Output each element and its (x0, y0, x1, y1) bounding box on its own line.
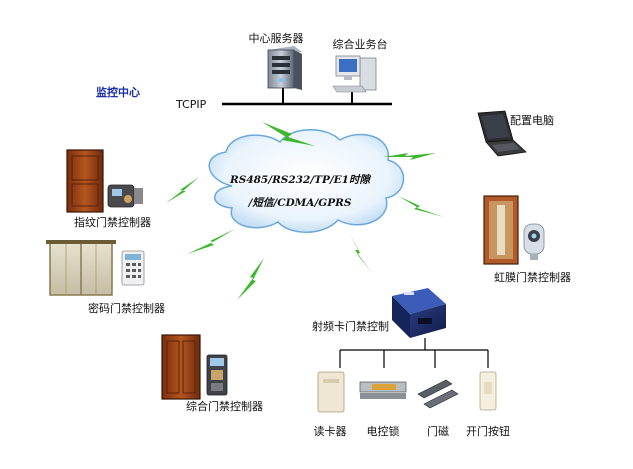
card-reader-icon (317, 371, 345, 413)
fingerprint-door-icon (66, 149, 143, 213)
center-server-label: 中心服务器 (248, 32, 304, 45)
lightning-bolt (187, 229, 235, 254)
config-pc-label: 配置电脑 (510, 114, 554, 127)
password-controller-label: 密码门禁控制器 (88, 302, 165, 315)
tcpip-label: TCPIP (176, 98, 207, 111)
wireless-links (166, 122, 444, 300)
network-cloud (208, 129, 405, 233)
combined-door-icon (161, 334, 228, 400)
iris-controller-label: 虹膜门禁控制器 (494, 271, 571, 284)
monitor-center-label: 监控中心 (96, 86, 140, 99)
lightning-bolt (262, 122, 315, 146)
peripheral-bus (339, 338, 489, 368)
lightning-bolt (349, 232, 372, 273)
iris-door-icon (483, 195, 545, 265)
lightning-bolt (384, 153, 436, 160)
electric-lock-label: 电控锁 (366, 425, 400, 438)
combined-controller-label: 综合门禁控制器 (186, 400, 263, 413)
password-door-icon (46, 240, 145, 296)
server-icon (267, 46, 302, 90)
cloud-protocols-line2: /短信/CDMA/GPRS (248, 197, 352, 209)
door-magnet-label: 门磁 (427, 425, 449, 438)
tcpip-bus (222, 86, 392, 106)
cloud-protocols-line1: RS485/RS232/TP/E1时隙 (230, 174, 370, 186)
card-reader-label: 读卡器 (313, 425, 347, 438)
workstation-icon (332, 55, 377, 93)
laptop-icon (477, 110, 527, 157)
rfid-controller-label: 射频卡门禁控制 (312, 320, 389, 333)
door-magnet-icon (417, 379, 459, 409)
electric-lock-icon (359, 381, 407, 399)
lightning-bolt (398, 196, 444, 217)
exit-button-label: 开门按钮 (466, 425, 510, 438)
business-station-label: 综合业务台 (332, 38, 388, 51)
lightning-bolt (166, 177, 199, 203)
rfid-controller-icon (392, 288, 446, 338)
lightning-bolt (237, 258, 264, 300)
exit-button-icon (479, 371, 497, 411)
fingerprint-controller-label: 指纹门禁控制器 (74, 216, 151, 229)
